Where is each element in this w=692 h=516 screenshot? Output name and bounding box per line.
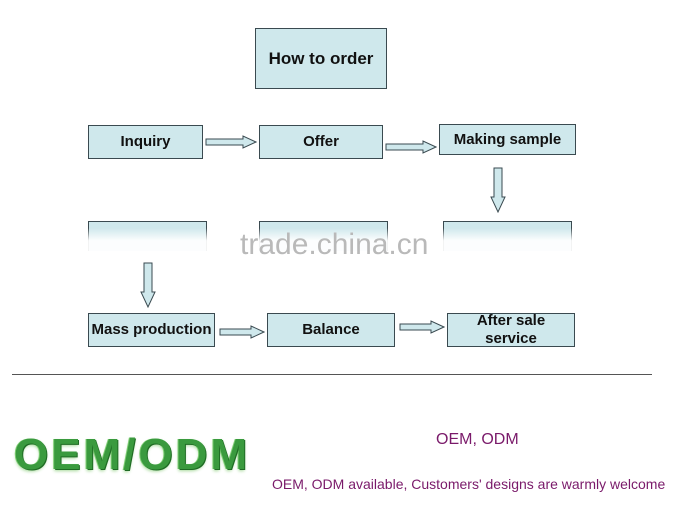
step-balance-label: Balance: [302, 321, 360, 338]
step-making-sample-label: Making sample: [453, 130, 562, 148]
watermark: trade.china.cn: [240, 228, 429, 261]
step-making-sample: Making sample: [439, 124, 576, 155]
arrow-right-icon: [399, 320, 445, 334]
arrow-right-icon: [385, 140, 437, 154]
divider: [12, 374, 652, 375]
step-after-sale-label: After sale service: [476, 312, 546, 347]
arrow-right-icon: [219, 325, 265, 339]
arrow-down-icon: [490, 167, 506, 213]
step-balance: Balance: [267, 313, 395, 347]
step-mass-production: Mass production: [88, 313, 215, 347]
step-offer-label: Offer: [303, 133, 339, 150]
step-inquiry: Inquiry: [88, 125, 203, 159]
page-title: How to order: [268, 48, 374, 68]
step-inquiry-label: Inquiry: [120, 133, 171, 150]
step-after-sale: After sale service: [447, 312, 575, 347]
arrow-right-icon: [205, 135, 257, 149]
oem-odm-logo: OEM/ODM: [14, 430, 251, 479]
arrow-down-icon: [140, 262, 156, 308]
step-mass-production-label: Mass production: [91, 321, 212, 338]
oem-title: OEM, ODM: [436, 431, 519, 448]
watermark-band: [70, 228, 610, 264]
title-box: How to order: [255, 28, 387, 89]
oem-subtitle: OEM, ODM available, Customers' designs a…: [272, 476, 666, 492]
step-offer: Offer: [259, 125, 383, 159]
